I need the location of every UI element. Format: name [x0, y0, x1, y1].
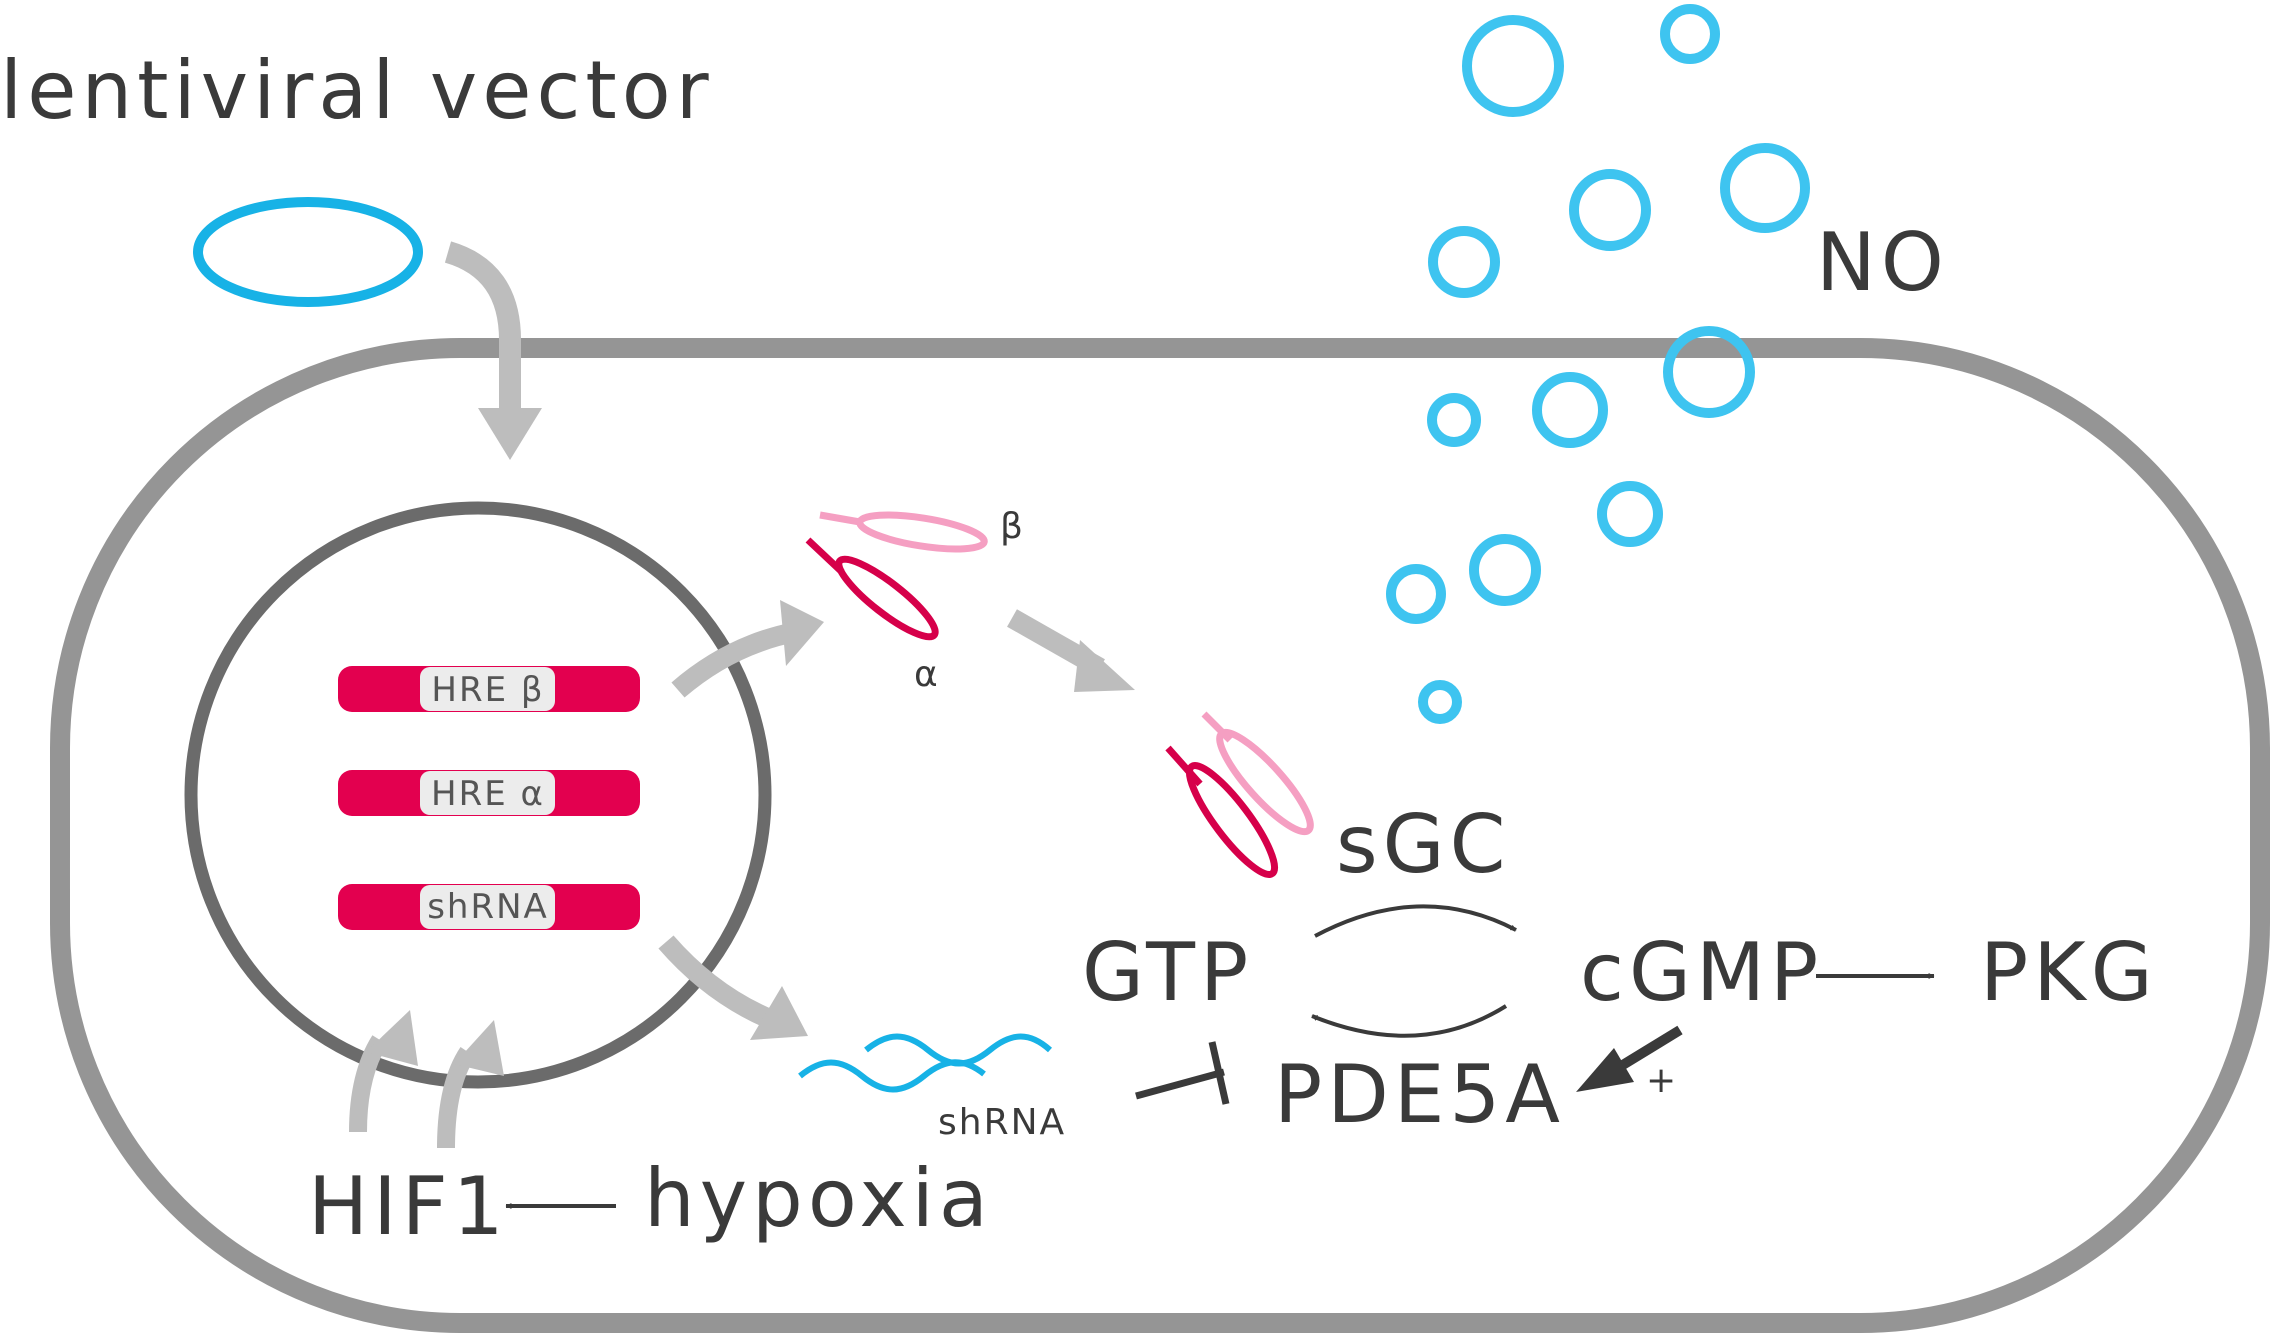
no-bubble [1462, 15, 1564, 117]
beta-label: β [1000, 506, 1025, 547]
no-bubble [1386, 564, 1446, 624]
cell-membrane [50, 338, 2270, 1333]
pde5a-label: PDE5A [1274, 1048, 1565, 1141]
no-bubble [1427, 393, 1481, 447]
gene-hre-alpha: HRE α [338, 770, 640, 816]
pkg-label: PKG [1980, 926, 2158, 1019]
expression-arrow-shrna [658, 935, 808, 1040]
gene-label: HRE α [431, 774, 545, 814]
cgmp-label: cGMP [1580, 926, 1823, 1019]
no-bubble [1428, 226, 1500, 298]
alpha-label: α [914, 654, 940, 695]
lentiviral-vector-icon [193, 197, 423, 307]
no-bubble [1569, 169, 1651, 251]
gene-hre-beta: HRE β [338, 666, 640, 712]
no-bubble [1532, 372, 1608, 448]
gene-label: HRE β [431, 670, 544, 710]
sgc-label: sGC [1336, 798, 1511, 891]
no-label: NO [1816, 216, 1949, 309]
sgc-complex [1165, 711, 1314, 878]
alpha-subunit-icon [1185, 762, 1279, 878]
gene-label: shRNA [427, 887, 549, 927]
no-bubble [1720, 143, 1810, 233]
no-bubble [1469, 534, 1541, 606]
vector-label: lentiviral vector [0, 44, 714, 137]
gene-shrna: shRNA [338, 884, 640, 930]
no-bubble [1418, 680, 1462, 724]
sgc-subunits-free [805, 511, 988, 641]
beta-subunit-icon [856, 511, 988, 553]
hypoxia-label: hypoxia [644, 1152, 993, 1245]
gene-label-box [420, 667, 555, 711]
gtp-to-cgmp-arrow [1314, 904, 1517, 938]
gtp-label: GTP [1082, 926, 1253, 1019]
plus-sign: + [1646, 1060, 1678, 1101]
alpha-subunit-icon [1165, 745, 1203, 787]
cgmp-activates-pde5a-arrow [1576, 1025, 1683, 1092]
gene-label-box [420, 771, 555, 815]
expression-arrow-subunits [671, 600, 824, 698]
shrna-product-label: shRNA [938, 1102, 1066, 1143]
beta-subunit-icon [819, 511, 861, 526]
no-bubble [1663, 326, 1755, 418]
cgmp-to-gtp-arrow [1311, 1004, 1508, 1038]
beta-subunit-icon [1216, 728, 1314, 836]
no-molecules [1386, 4, 1810, 724]
shrna-inhibits-pde5a [1135, 1041, 1230, 1105]
alpha-subunit-icon [835, 555, 939, 641]
nucleus [184, 501, 772, 1089]
no-bubble [1597, 481, 1663, 547]
assembly-arrow [1007, 609, 1135, 692]
shrna-product-icon [798, 1033, 1053, 1093]
vector-entry-arrow [444, 241, 542, 460]
no-bubble [1660, 4, 1720, 64]
hif1-activation-arrows [349, 1010, 504, 1149]
gene-label-box [420, 885, 555, 929]
hif1-label: HIF1 [308, 1160, 509, 1253]
